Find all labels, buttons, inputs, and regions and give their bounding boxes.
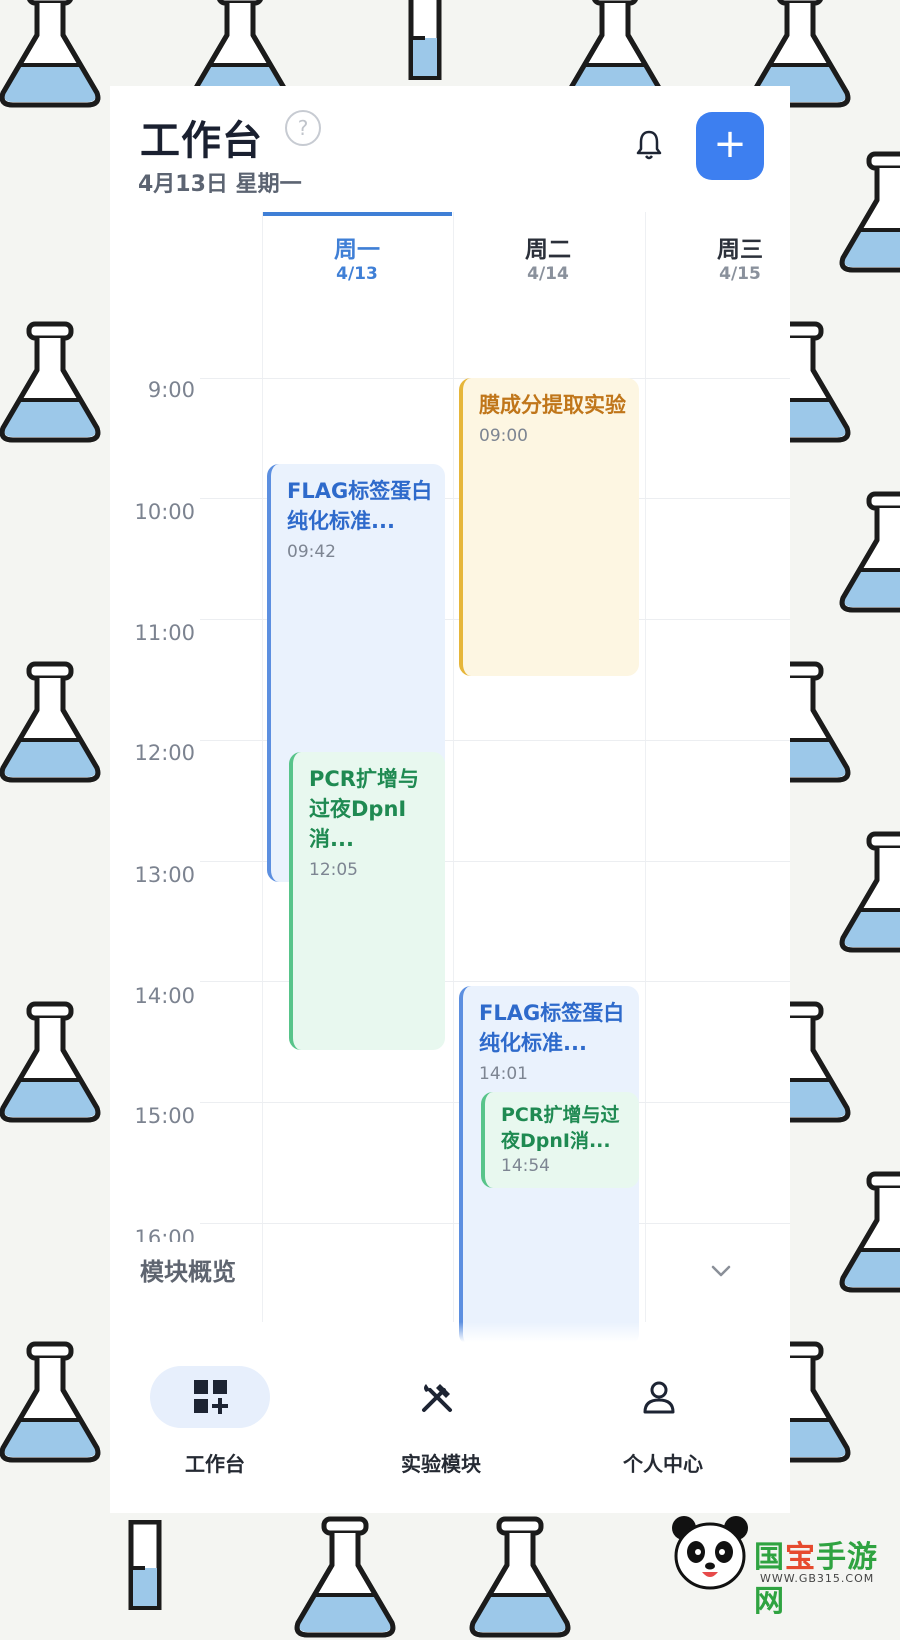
current-date: 4月13日 星期一 bbox=[138, 172, 302, 197]
day-column-wednesday[interactable]: 周三 4/15 bbox=[645, 212, 790, 1322]
bell-icon[interactable] bbox=[634, 128, 664, 162]
flask-decoration bbox=[835, 150, 900, 275]
time-label: 15:00 bbox=[134, 1104, 195, 1128]
time-label: 16:00 bbox=[134, 1226, 195, 1242]
event-time: 14:54 bbox=[501, 1156, 550, 1176]
tab-label: 实验模块 bbox=[401, 1452, 481, 1476]
event-time: 14:01 bbox=[479, 1064, 528, 1084]
tools-icon bbox=[422, 1384, 452, 1412]
hour-line bbox=[200, 981, 790, 982]
column-divider bbox=[262, 212, 263, 1322]
flask-decoration bbox=[0, 0, 105, 110]
day-date: 4/14 bbox=[527, 264, 569, 284]
time-label: 11:00 bbox=[134, 621, 195, 645]
event-title: FLAG标签蛋白纯化标准... bbox=[287, 479, 433, 533]
event-title: 膜成分提取实验 bbox=[479, 393, 626, 417]
event-card[interactable]: PCR扩增与过夜DpnI消... 12:05 bbox=[289, 752, 445, 1050]
site-watermark: 国宝手游网 WWW.GB315.COM bbox=[668, 1508, 900, 1619]
watermark-url: WWW.GB315.COM bbox=[760, 1572, 875, 1585]
active-tab-pill bbox=[150, 1366, 270, 1428]
dashboard-add-icon bbox=[194, 1380, 228, 1414]
day-name: 周二 bbox=[525, 237, 571, 263]
flask-decoration bbox=[835, 490, 900, 615]
tab-label: 个人中心 bbox=[623, 1452, 703, 1476]
time-label: 9:00 bbox=[147, 378, 195, 402]
day-date: 4/15 bbox=[719, 264, 761, 284]
column-divider bbox=[453, 212, 454, 1322]
panda-logo-icon bbox=[672, 1516, 748, 1590]
event-time: 09:42 bbox=[287, 542, 336, 562]
event-title: PCR扩增与过夜DpnI消... bbox=[501, 1104, 620, 1152]
person-icon bbox=[643, 1381, 675, 1414]
flask-decoration bbox=[0, 1340, 105, 1465]
event-title: FLAG标签蛋白纯化标准... bbox=[479, 1001, 625, 1055]
event-card[interactable]: 膜成分提取实验 09:00 bbox=[459, 378, 639, 676]
time-label: 13:00 bbox=[134, 863, 195, 887]
event-time: 12:05 bbox=[309, 860, 358, 880]
chevron-down-icon[interactable] bbox=[710, 1260, 732, 1282]
tab-profile[interactable]: 个人中心 bbox=[568, 1366, 758, 1486]
flask-decoration bbox=[835, 1170, 900, 1295]
test-tube-decoration bbox=[115, 1520, 175, 1610]
scroll-fade bbox=[110, 1322, 790, 1342]
day-column-tuesday[interactable]: 周二 4/14 bbox=[453, 212, 643, 1322]
hour-line bbox=[200, 740, 790, 741]
flask-decoration bbox=[465, 1515, 575, 1640]
help-icon[interactable]: ? bbox=[285, 110, 321, 146]
page-title: 工作台 bbox=[140, 118, 263, 164]
event-title: PCR扩增与过夜DpnI消... bbox=[309, 767, 419, 851]
flask-decoration bbox=[0, 320, 105, 445]
hour-line bbox=[200, 861, 790, 862]
module-overview-title[interactable]: 模块概览 bbox=[140, 1258, 236, 1286]
time-label: 12:00 bbox=[134, 741, 195, 765]
app-screen: 工作台 ? 4月13日 星期一 + 周一 4/13 周二 4/14 周三 4/1… bbox=[110, 86, 790, 1513]
day-date: 4/13 bbox=[336, 264, 378, 284]
day-name: 周三 bbox=[717, 237, 763, 263]
event-time: 09:00 bbox=[479, 426, 528, 446]
test-tube-decoration bbox=[395, 0, 455, 80]
add-button[interactable]: + bbox=[696, 112, 764, 180]
day-name: 周一 bbox=[334, 237, 380, 263]
tab-experiment-modules[interactable]: 实验模块 bbox=[346, 1366, 536, 1486]
event-card[interactable]: PCR扩增与过夜DpnI消... 14:54 bbox=[481, 1092, 639, 1188]
tab-workbench[interactable]: 工作台 bbox=[120, 1366, 310, 1486]
tab-label: 工作台 bbox=[185, 1452, 245, 1476]
flask-decoration bbox=[290, 1515, 400, 1640]
time-label: 14:00 bbox=[134, 984, 195, 1008]
flask-decoration bbox=[835, 830, 900, 955]
column-divider bbox=[645, 212, 646, 1322]
time-label: 10:00 bbox=[134, 500, 195, 524]
flask-decoration bbox=[0, 660, 105, 785]
day-column-monday[interactable]: 周一 4/13 bbox=[262, 212, 452, 1322]
active-day-indicator bbox=[262, 212, 452, 216]
plus-icon: + bbox=[713, 121, 747, 167]
flask-decoration bbox=[0, 1000, 105, 1125]
